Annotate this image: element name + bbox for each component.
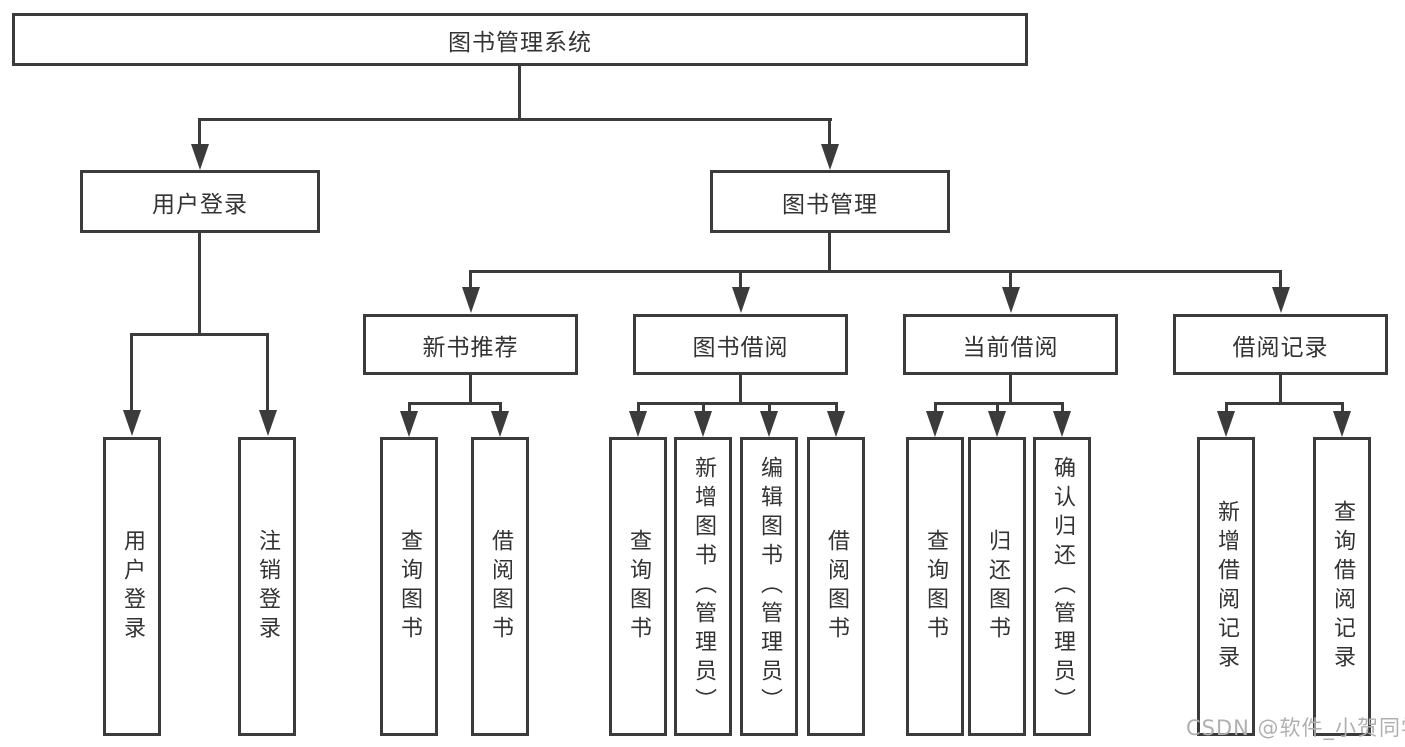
- node-book-borrowing: 图书借阅: [633, 314, 848, 375]
- watermark: CSDN @软件_小贺同学: [1186, 716, 1405, 740]
- node-user-login: 用户登录: [80, 170, 320, 233]
- node-label: 图书管理: [782, 191, 878, 218]
- connector-vline: [1225, 404, 1228, 412]
- connector-vline: [130, 335, 133, 410]
- connector-hline: [408, 402, 502, 405]
- connector-hline: [198, 118, 832, 121]
- connector-vline: [1279, 375, 1282, 404]
- connector-vline: [835, 404, 838, 412]
- connector-vline: [469, 375, 472, 404]
- node-borrow-books-2: 借阅图书: [807, 437, 865, 736]
- node-book-management: 图书管理: [710, 170, 950, 233]
- connector-vline: [518, 66, 521, 120]
- connector-vline: [768, 404, 771, 412]
- node-label: 编辑图书（管理员）: [757, 456, 782, 717]
- node-confirm-return-admin: 确认归还（管理员）: [1033, 437, 1091, 736]
- node-label: 借阅图书: [488, 528, 513, 645]
- arrow-down-icon: [988, 411, 1006, 437]
- arrow-down-icon: [462, 287, 480, 313]
- arrow-down-icon: [1053, 411, 1071, 437]
- connector-vline: [198, 233, 201, 335]
- connector-vline: [198, 120, 201, 144]
- arrow-down-icon: [1333, 411, 1351, 437]
- node-add-borrow-record: 新增借阅记录: [1197, 437, 1255, 736]
- node-logout: 注销登录: [238, 437, 296, 736]
- connector-vline: [266, 335, 269, 410]
- node-borrowing-records: 借阅记录: [1173, 314, 1388, 375]
- connector-vline: [828, 233, 831, 272]
- node-label: 图书借阅: [692, 334, 789, 361]
- arrow-down-icon: [760, 411, 778, 437]
- node-label: 查询图书: [923, 528, 948, 645]
- arrow-down-icon: [123, 410, 141, 436]
- connector-vline: [934, 404, 937, 412]
- node-label: 新增借阅记录: [1214, 499, 1239, 674]
- node-return-book: 归还图书: [968, 437, 1026, 736]
- node-query-books-3: 查询图书: [906, 437, 964, 736]
- connector-vline: [408, 404, 411, 412]
- node-label: 用户登录: [152, 191, 248, 218]
- arrow-down-icon: [926, 411, 944, 437]
- node-current-borrowing: 当前借阅: [903, 314, 1118, 375]
- arrow-down-icon: [1002, 287, 1020, 313]
- connector-vline: [1341, 404, 1344, 412]
- arrow-down-icon: [491, 411, 509, 437]
- node-library-management-system: 图书管理系统: [12, 13, 1028, 66]
- node-label: 注销登录: [255, 528, 280, 645]
- connector-hline: [469, 270, 1282, 273]
- arrow-down-icon: [259, 410, 277, 436]
- node-label: 用户登录: [120, 528, 145, 645]
- node-user-login-action: 用户登录: [103, 437, 161, 736]
- connector-vline: [739, 375, 742, 404]
- arrow-down-icon: [732, 287, 750, 313]
- connector-hline: [934, 402, 1064, 405]
- connector-vline: [469, 272, 472, 287]
- arrow-down-icon: [1272, 287, 1290, 313]
- arrow-down-icon: [827, 411, 845, 437]
- connector-hline: [637, 402, 838, 405]
- connector-vline: [1279, 272, 1282, 287]
- connector-vline: [828, 120, 831, 144]
- arrow-down-icon: [629, 411, 647, 437]
- node-label: 归还图书: [985, 528, 1010, 645]
- node-label: 查询图书: [626, 528, 651, 645]
- connector-vline: [702, 404, 705, 412]
- node-label: 图书管理系统: [448, 29, 592, 56]
- node-edit-book-admin: 编辑图书（管理员）: [740, 437, 798, 736]
- connector-hline: [1225, 402, 1344, 405]
- node-label: 确认归还（管理员）: [1050, 456, 1075, 717]
- node-label: 借阅图书: [824, 528, 849, 645]
- node-label: 借阅记录: [1232, 334, 1329, 361]
- connector-vline: [739, 272, 742, 287]
- connector-vline: [499, 404, 502, 412]
- arrow-down-icon: [821, 144, 839, 170]
- node-query-books-1: 查询图书: [380, 437, 438, 736]
- node-add-book-admin: 新增图书（管理员）: [674, 437, 732, 736]
- node-query-borrow-record: 查询借阅记录: [1313, 437, 1371, 736]
- node-label: 新书推荐: [422, 334, 519, 361]
- arrow-down-icon: [1217, 411, 1235, 437]
- node-label: 当前借阅: [962, 334, 1059, 361]
- connector-hline: [130, 333, 269, 336]
- connector-vline: [1061, 404, 1064, 412]
- node-label: 新增图书（管理员）: [691, 456, 716, 717]
- node-label: 查询图书: [397, 528, 422, 645]
- node-new-book-recommendation: 新书推荐: [363, 314, 578, 375]
- connector-vline: [996, 404, 999, 412]
- connector-vline: [1009, 375, 1012, 404]
- connector-vline: [637, 404, 640, 412]
- connector-vline: [1009, 272, 1012, 287]
- node-query-books-2: 查询图书: [609, 437, 667, 736]
- node-borrow-books-1: 借阅图书: [471, 437, 529, 736]
- arrow-down-icon: [400, 411, 418, 437]
- node-label: 查询借阅记录: [1330, 499, 1355, 674]
- arrow-down-icon: [191, 144, 209, 170]
- arrow-down-icon: [694, 411, 712, 437]
